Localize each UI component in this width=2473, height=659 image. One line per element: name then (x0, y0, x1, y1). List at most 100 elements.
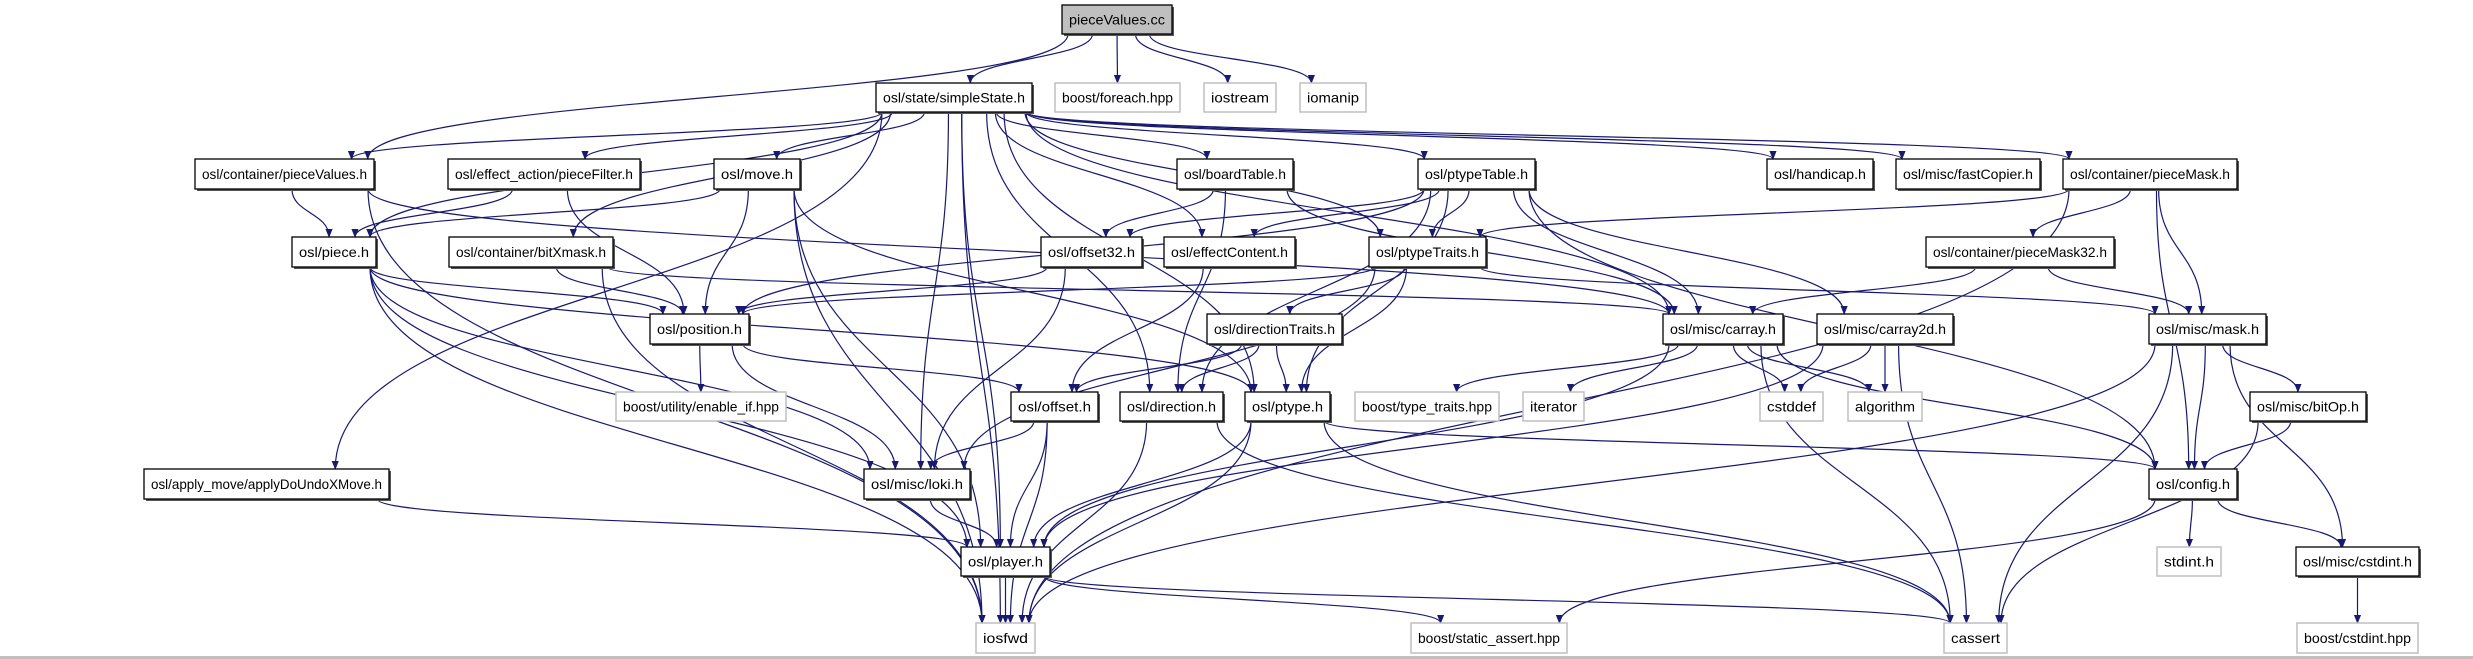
edge-mask-to-cassert (1995, 343, 2174, 624)
node-label: osl/player.h (968, 554, 1043, 570)
node-boardTable[interactable]: osl/boardTable.h (1176, 158, 1295, 191)
edge-directionTraits-to-offset (1072, 343, 1243, 393)
node-simpleState[interactable]: osl/state/simpleState.h (875, 82, 1034, 114)
node-offset32[interactable]: osl/offset32.h (1040, 236, 1144, 269)
node-bitXmask[interactable]: osl/container/bitXmask.h (448, 236, 615, 269)
edge-pieceMask-to-pieceMask32 (2029, 188, 2132, 238)
edge-carray2d-to-cstddef (1797, 343, 1872, 393)
node-label: algorithm (1855, 399, 1915, 415)
node-boostCstdint: boost/cstdint.hpp (2296, 622, 2419, 654)
node-handicap[interactable]: osl/handicap.h (1766, 158, 1875, 191)
node-label: osl/effect_action/pieceFilter.h (455, 166, 633, 182)
node-directionTraits[interactable]: osl/directionTraits.h (1206, 313, 1344, 346)
node-box (1299, 82, 1367, 113)
edge-simpleState-to-pieceMask (1025, 111, 2073, 160)
edge-bitXmask-to-position (555, 266, 687, 315)
node-piece[interactable]: osl/piece.h (291, 236, 378, 269)
node-ptypeTable[interactable]: osl/ptypeTable.h (1417, 158, 1537, 191)
node-pieceMask[interactable]: osl/container/pieceMask.h (2062, 158, 2239, 191)
node-pieceFilter[interactable]: osl/effect_action/pieceFilter.h (447, 158, 642, 191)
node-label: osl/piece.h (299, 244, 369, 260)
node-box (863, 468, 971, 500)
node-mask[interactable]: osl/misc/mask.h (2148, 313, 2268, 346)
edge-bitXmask-to-carray (606, 266, 1673, 315)
node-applyDoUndo[interactable]: osl/apply_move/applyDoUndoXMove.h (143, 468, 391, 501)
node-player[interactable]: osl/player.h (960, 546, 1052, 578)
edge-bitOp-to-cassert (1997, 420, 2259, 624)
edge-ptypeTable-to-ptype (1302, 188, 1449, 393)
edge-move-to-ptype (793, 188, 1255, 393)
node-box (2148, 468, 2238, 500)
bottom-divider (0, 656, 2473, 659)
edge-carray-to-config (1776, 343, 2159, 470)
edge-carray-to-player (1040, 343, 1670, 548)
node-box (1943, 622, 2008, 654)
node-label: osl/misc/cstdint.h (2303, 554, 2412, 570)
node-label: iomanip (1307, 90, 1359, 106)
node-label: pieceValues.cc (1069, 12, 1165, 28)
node-box (1417, 158, 1536, 190)
node-label: osl/move.h (721, 166, 793, 182)
node-effectContent[interactable]: osl/effectContent.h (1163, 236, 1297, 269)
node-box (1054, 82, 1181, 113)
node-loki[interactable]: osl/misc/loki.h (863, 468, 972, 501)
node-root[interactable]: pieceValues.cc (1061, 4, 1174, 36)
edge-player-to-staticAssert (1043, 575, 1445, 624)
node-label: osl/container/pieceMask32.h (1933, 244, 2107, 260)
edge-offset-to-iosfwd (1006, 420, 1048, 624)
edge-root-to-pieceValuesH (364, 33, 1069, 160)
node-carray2d[interactable]: osl/misc/carray2d.h (1816, 313, 1955, 346)
node-pieceValuesH[interactable]: osl/container/pieceValues.h (194, 158, 376, 191)
node-label: osl/config.h (2156, 476, 2230, 492)
node-label: osl/misc/carray.h (1670, 321, 1776, 337)
node-label: osl/handicap.h (1774, 166, 1866, 182)
node-box (1119, 391, 1224, 422)
edge-ptype-to-cassert (1323, 420, 1954, 624)
edge-pieceValuesH-to-carray (367, 188, 1673, 315)
node-label: osl/misc/carray2d.h (1824, 321, 1946, 337)
node-label: osl/container/pieceValues.h (202, 166, 367, 182)
edge-carray2d-to-cassert (1897, 343, 1971, 624)
node-box (1010, 391, 1099, 422)
node-carray[interactable]: osl/misc/carray.h (1662, 313, 1785, 346)
node-label: osl/offset32.h (1048, 244, 1135, 260)
edge-position-to-enableIf (697, 343, 705, 393)
node-box (2296, 622, 2419, 654)
edge-direction-to-iosfwd (1018, 420, 1148, 624)
node-offset[interactable]: osl/offset.h (1010, 391, 1100, 423)
node-label: osl/position.h (657, 321, 742, 337)
node-move[interactable]: osl/move.h (713, 158, 802, 191)
node-direction[interactable]: osl/direction.h (1119, 391, 1225, 423)
edge-simpleState-to-iosfwd (961, 111, 1004, 624)
node-label: boost/cstdint.hpp (2304, 630, 2411, 646)
edge-ptypeTable-to-offset32 (1126, 188, 1425, 238)
node-pieceMask32[interactable]: osl/container/pieceMask32.h (1925, 236, 2116, 269)
edge-ptypeTable-to-effectContent (1250, 188, 1441, 238)
node-config[interactable]: osl/config.h (2148, 468, 2239, 501)
node-box (2062, 158, 2238, 190)
edge-simpleState-to-ptypeTable (1025, 111, 1428, 160)
edge-mask-to-cstdint (2229, 343, 2347, 548)
node-bitOp[interactable]: osl/misc/bitOp.h (2249, 391, 2368, 423)
node-label: osl/apply_move/applyDoUndoXMove.h (151, 476, 382, 492)
node-box (875, 82, 1033, 113)
node-label: osl/container/pieceMask.h (2070, 166, 2230, 182)
edge-ptypeTraits-to-ptype (1297, 266, 1408, 393)
edge-pieceMask32-to-mask (2047, 266, 2193, 315)
node-foreach: boost/foreach.hpp (1054, 82, 1181, 113)
node-label: iostream (1211, 90, 1269, 106)
edge-root-to-simpleState (966, 33, 1094, 84)
edge-ptype-to-iosfwd (1025, 420, 1252, 624)
edge-move-to-piece (366, 188, 721, 238)
node-ptype[interactable]: osl/ptype.h (1244, 391, 1332, 423)
edge-pieceMask32-to-carray (1749, 266, 1977, 315)
edge-pieceMask-to-mask (2158, 188, 2206, 315)
node-ptypeTraits[interactable]: osl/ptypeTraits.h (1368, 236, 1488, 269)
edge-piece-to-iosfwd (369, 266, 986, 624)
node-position[interactable]: osl/position.h (649, 313, 751, 346)
node-cstdint[interactable]: osl/misc/cstdint.h (2295, 546, 2421, 578)
node-fastCopier[interactable]: osl/misc/fastCopier.h (1895, 158, 2042, 191)
node-enableIf: boost/utility/enable_if.hpp (615, 391, 787, 422)
